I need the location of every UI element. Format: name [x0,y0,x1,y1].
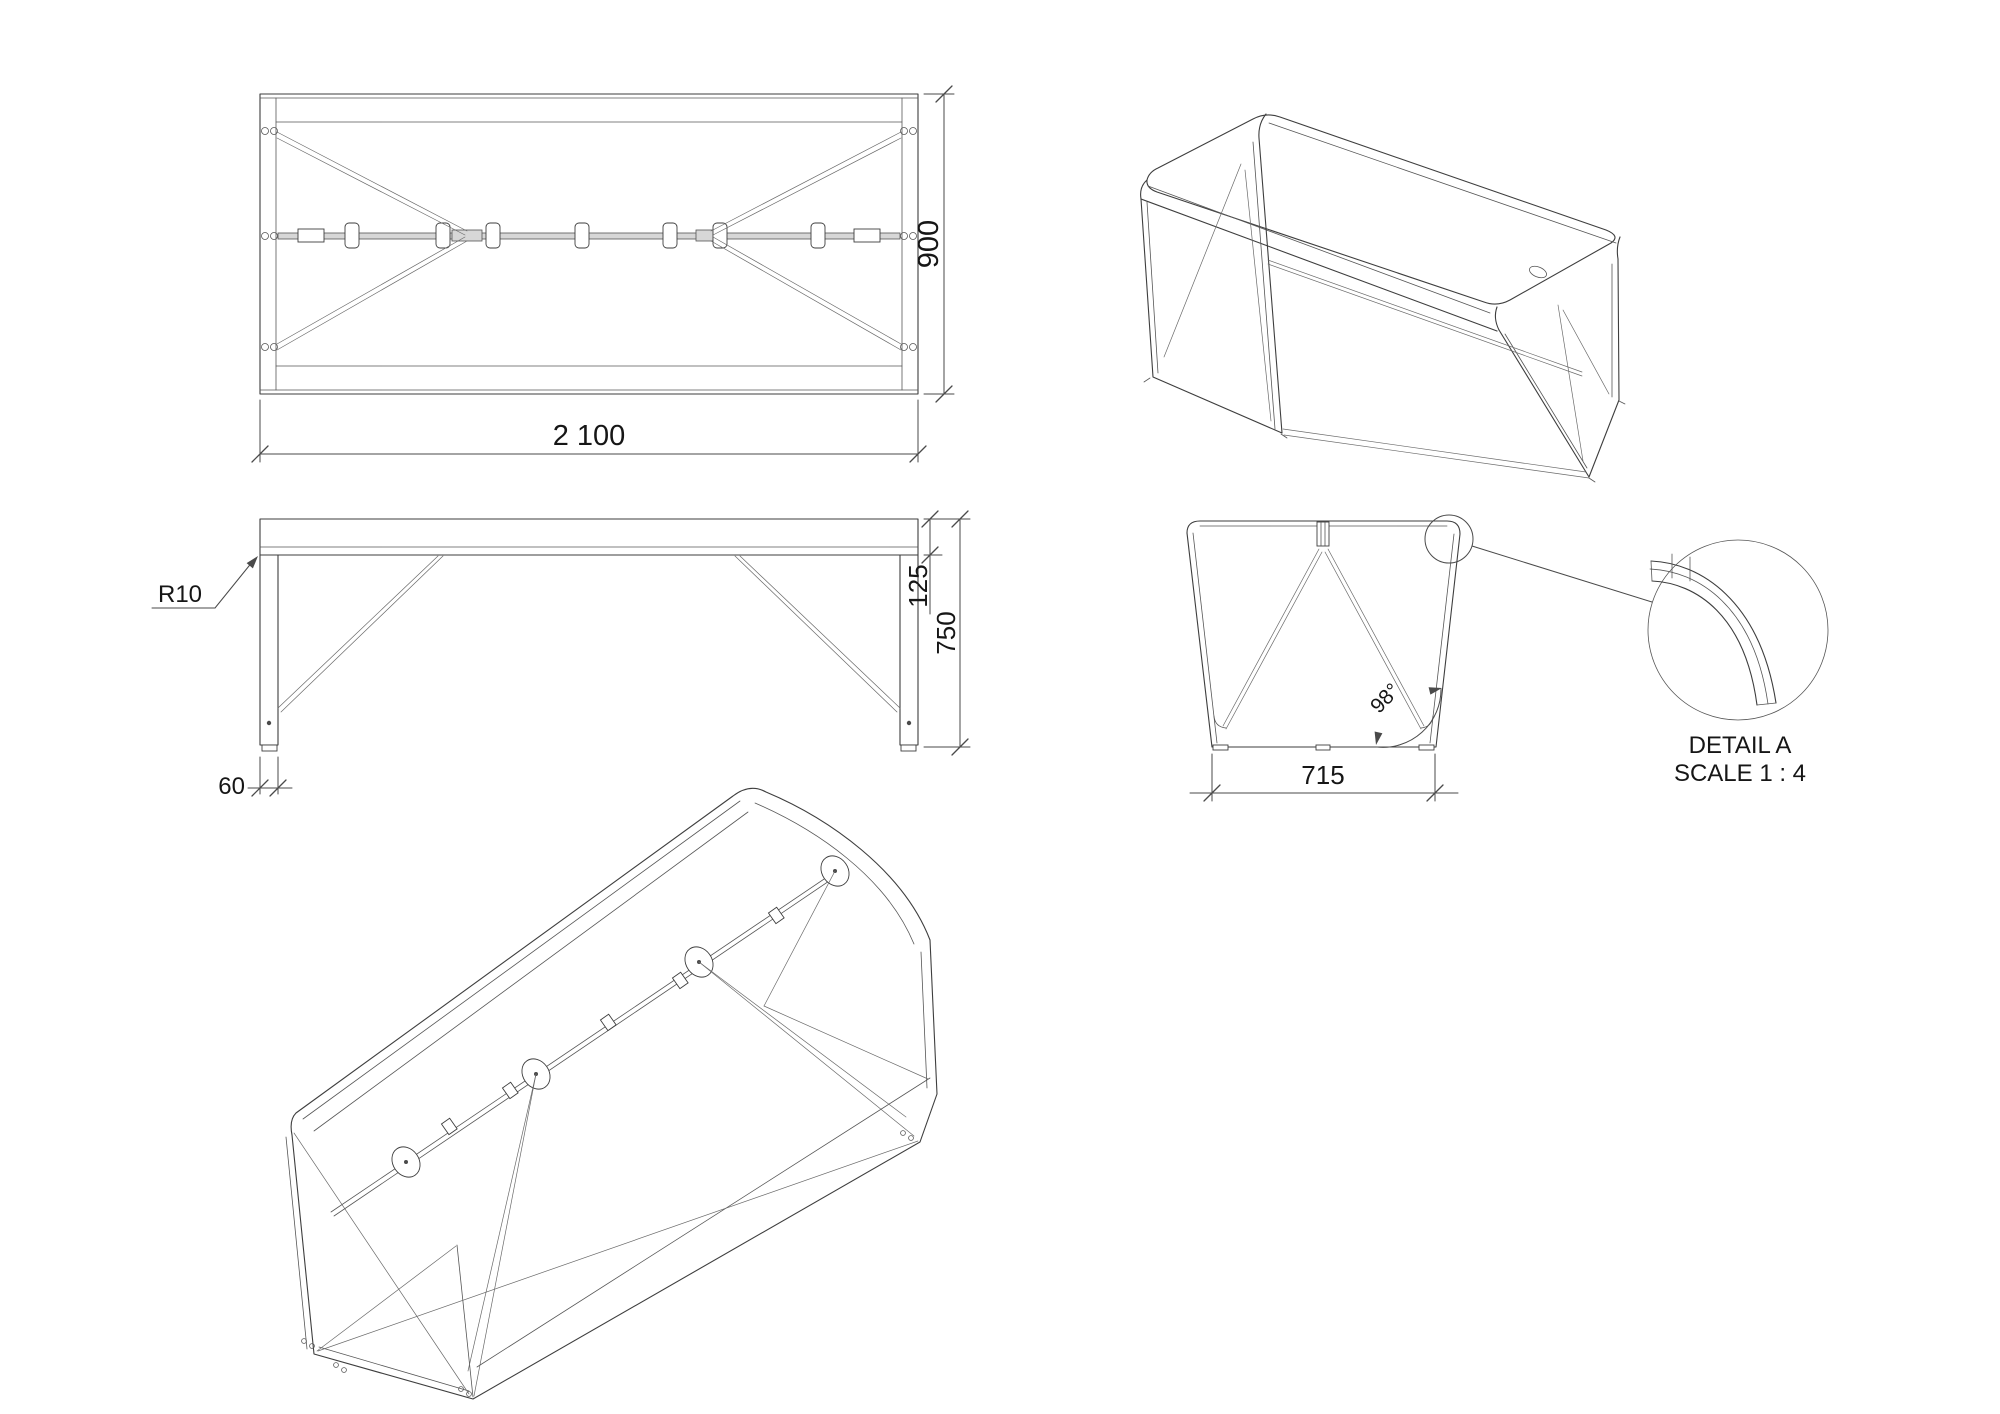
cross-braces-plan [276,131,902,351]
detail-title: DETAIL A [1689,732,1792,759]
underside-braces [467,870,929,1397]
front-view: R10 60 125 750 [151,510,971,800]
detail-scale: SCALE 1 : 4 [1674,760,1806,787]
radius-label: R10 [158,581,202,608]
angle-label: 98° [1366,679,1405,718]
dim-side-width-label: 715 [1301,760,1344,790]
dim-top-width-label: 2 100 [553,420,626,452]
dim-top-width: 2 100 [251,399,927,463]
dim-top-thickness-label: 125 [903,564,933,607]
detail-a-view: DETAIL A SCALE 1 : 4 [1647,539,1829,787]
bottom-isometric-view [285,787,938,1400]
fastener-holes [261,127,917,351]
detail-corner-section [1649,553,1777,706]
dim-top-thickness: 125 [903,510,971,615]
rod-disc-fittings [391,855,850,1178]
isometric-view [1140,113,1626,483]
rod-clips [344,222,826,249]
dim-top-depth: 900 [913,85,955,403]
dim-leg-width-label: 60 [218,773,245,800]
feet-fasteners [301,1130,914,1397]
underside-clips [440,906,785,1136]
radius-callout: R10 [151,556,258,609]
dim-side-width: 715 [1189,753,1459,802]
dim-top-depth-label: 900 [913,220,945,268]
top-view: 2 100 900 [251,85,955,463]
side-braces [1213,548,1434,730]
grip-slot [1529,265,1547,279]
detail-marker [1424,514,1653,603]
side-view: 98° 715 [1186,514,1653,802]
front-braces [277,555,901,713]
dim-leg-width: 60 [218,756,293,800]
dim-height-label: 750 [931,611,961,654]
dim-height: 750 [923,510,971,756]
